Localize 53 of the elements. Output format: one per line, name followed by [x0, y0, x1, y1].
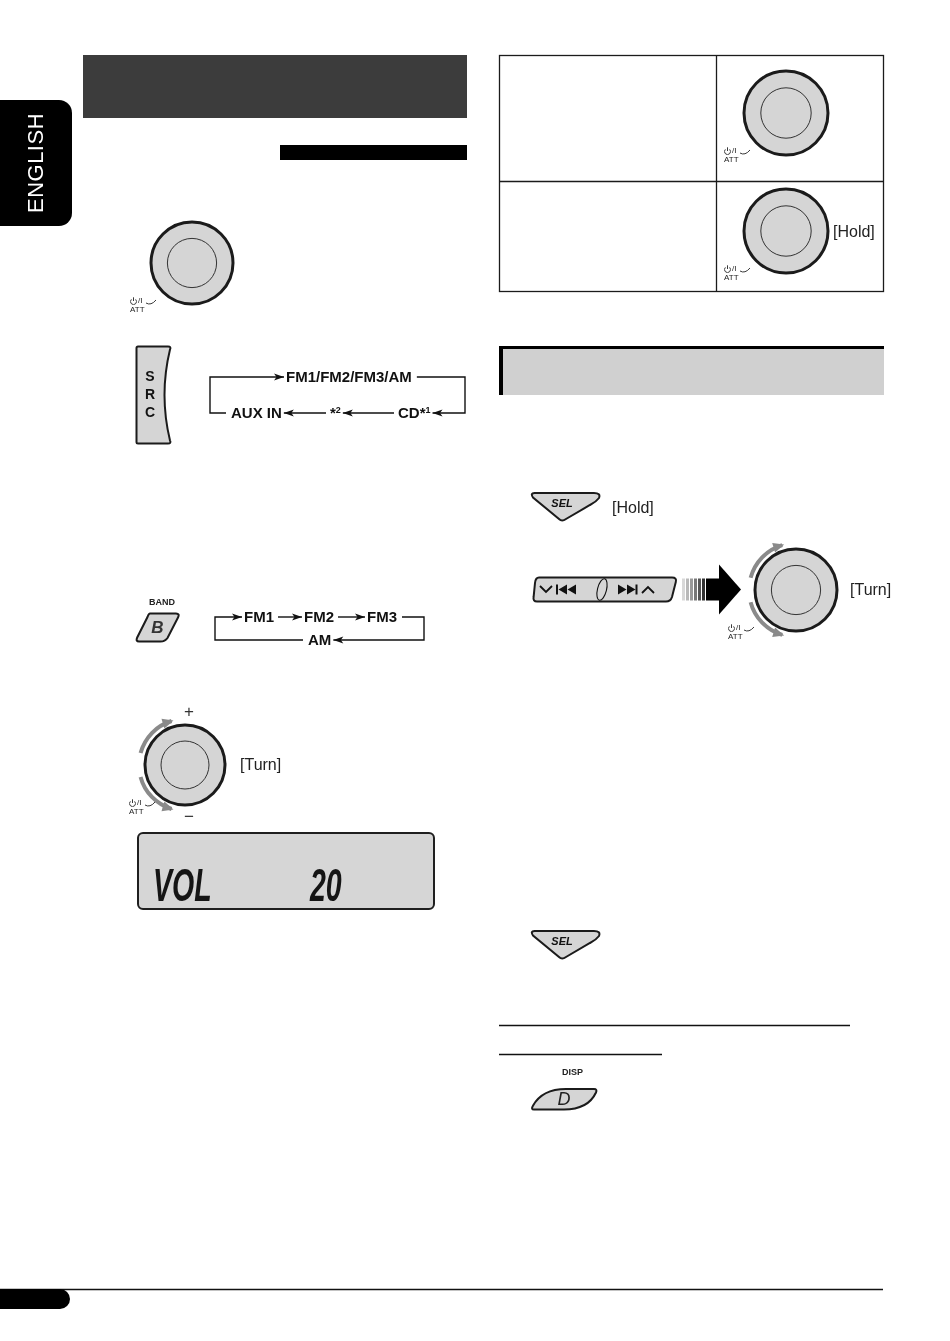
- flow-arrow: [342, 409, 395, 417]
- display-text: VOL: [153, 865, 212, 905]
- block-arrow: [682, 564, 741, 615]
- source-label: FM1/FM2/FM3/AM: [286, 368, 412, 386]
- display-value: 20: [310, 865, 342, 905]
- control-knob: [739, 69, 831, 158]
- section-heading-band: [499, 346, 884, 395]
- action-hint: [Hold]: [612, 498, 654, 518]
- power-mark-label: /I: [732, 264, 737, 273]
- power-mark-label: /I: [138, 296, 143, 305]
- sel-button: SEL: [530, 491, 602, 523]
- skip-buttons-icon: [532, 576, 678, 603]
- power-mark-label: /I: [137, 798, 142, 807]
- att-label: ATT: [129, 807, 144, 816]
- att-label: ATT: [728, 632, 743, 641]
- band-label: FM3: [367, 608, 397, 626]
- source-label: CD*$^{1}$: [398, 404, 431, 422]
- button-caption: DISP: [562, 1067, 583, 1077]
- flow-arrow: [214, 613, 304, 641]
- action-hint: [Hold]: [833, 222, 875, 242]
- att-label: ATT: [724, 155, 739, 164]
- power-mark-label: /I: [732, 146, 737, 155]
- button-caption: BAND: [149, 597, 175, 607]
- band-label: FM1: [244, 608, 274, 626]
- band-label: FM2: [304, 608, 334, 626]
- title-banner: [83, 55, 467, 118]
- flow-arrow: [283, 409, 327, 417]
- control-knob: [143, 723, 228, 810]
- flow-arrow: [332, 616, 425, 644]
- flow-arrow: [277, 613, 303, 621]
- footnote-mark: *$^{2}$: [330, 404, 341, 422]
- language-tab: [0, 100, 72, 226]
- minus-sign: −: [184, 809, 194, 825]
- att-label: ATT: [130, 305, 145, 314]
- action-hint: [Turn]: [240, 755, 282, 775]
- band-label: AM: [308, 631, 332, 649]
- source-label: AUX IN: [231, 404, 282, 422]
- flow-arrow: [209, 373, 285, 414]
- band-button: B: [135, 612, 180, 643]
- flow-arrow: [337, 613, 366, 621]
- control-knob: [739, 187, 831, 276]
- plus-sign: +: [184, 704, 194, 720]
- lcd-display: [137, 832, 435, 910]
- source-button: S R C: [135, 345, 173, 445]
- power-mark-label: /I: [736, 623, 741, 632]
- control-knob: [145, 220, 236, 308]
- tab-label: ENGLISH: [23, 112, 49, 214]
- display-button: D: [530, 1087, 598, 1111]
- att-label: ATT: [724, 273, 739, 282]
- section-bar: [280, 145, 467, 160]
- action-hint: [Turn]: [850, 580, 892, 600]
- sel-button: SEL: [530, 929, 602, 961]
- flow-arrow: [416, 376, 466, 417]
